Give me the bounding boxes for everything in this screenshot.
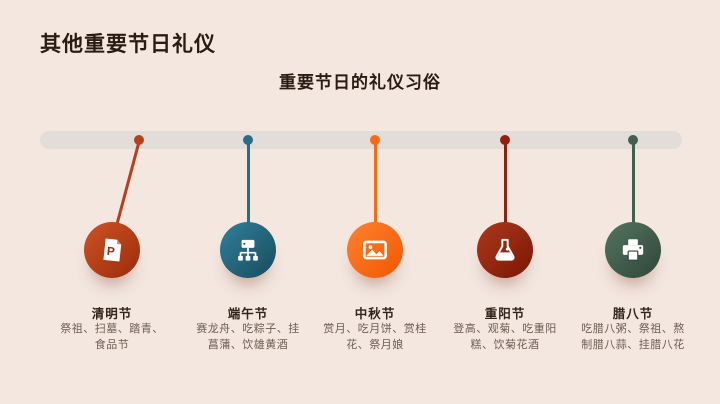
festival-name: 腊八节 [612, 307, 654, 321]
festival-description: 赛龙舟、吃粽子、挂 菖蒲、饮雄黄酒 [196, 323, 300, 351]
timeline-item-laba: 腊八节 吃腊八粥、祭祖、熬 制腊八蒜、挂腊八花 [568, 131, 698, 371]
connector-line [631, 140, 635, 224]
timeline-item-duanwu: 端午节 赛龙舟、吃粽子、挂 菖蒲、饮雄黄酒 [183, 131, 313, 371]
festival-name: 中秋节 [354, 307, 396, 321]
connector-line [373, 140, 377, 224]
icon-bubble [605, 222, 661, 278]
connector-line [503, 140, 507, 224]
festival-name: 端午节 [227, 307, 269, 321]
icon-bubble [347, 222, 403, 278]
icon-bubble: P [84, 222, 140, 278]
flask-icon [490, 235, 520, 265]
festival-description: 祭祖、扫墓、踏青、 食品节 [60, 323, 164, 351]
timeline-item-zhongqiu: 中秋节 赏月、吃月饼、赏桂 花、祭月娘 [310, 131, 440, 371]
festival-description: 赏月、吃月饼、赏桂 花、祭月娘 [323, 323, 427, 351]
festival-name: 重阳节 [484, 307, 526, 321]
svg-text:P: P [106, 245, 115, 259]
slide-subtitle: 重要节日的礼仪习俗 [279, 73, 441, 92]
powerpoint-file-icon: P [97, 235, 127, 265]
connector-line [246, 140, 250, 224]
icon-bubble [477, 222, 533, 278]
timeline-item-qingming: P 清明节 祭祖、扫墓、踏青、 食品节 [47, 131, 177, 371]
image-icon [360, 235, 390, 265]
festival-description: 登高、观菊、吃重阳 糕、饮菊花酒 [453, 323, 557, 351]
timeline-item-chongyang: 重阳节 登高、观菊、吃重阳 糕、饮菊花酒 [440, 131, 570, 371]
timeline-bar [40, 131, 682, 149]
page-title: 其他重要节日礼仪 [40, 33, 216, 56]
printer-icon [618, 235, 648, 265]
festival-description: 吃腊八粥、祭祖、熬 制腊八蒜、挂腊八花 [581, 323, 685, 351]
org-chart-icon [233, 235, 263, 265]
icon-bubble [220, 222, 276, 278]
connector-line [115, 139, 141, 225]
festival-name: 清明节 [91, 307, 133, 321]
